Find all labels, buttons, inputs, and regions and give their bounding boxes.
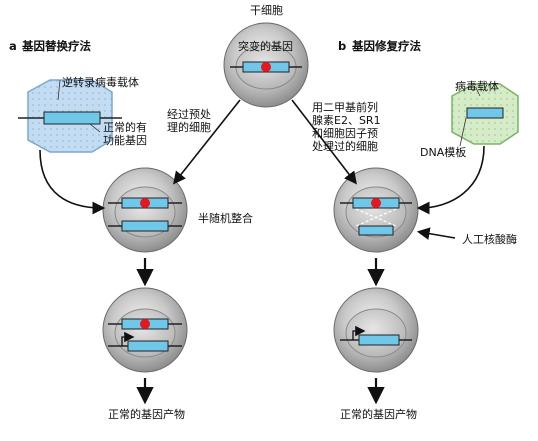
cell-b-product: [333, 287, 419, 373]
cell-b-repair: [333, 167, 419, 253]
retroviral-vector-hexagon: [18, 79, 122, 153]
mutant-gene-label: 突变的基因: [238, 40, 293, 53]
dna-template-label: DNA模板: [420, 146, 467, 159]
nuclease-label: 人工核酸酶: [462, 233, 517, 246]
panel-b-letter: b: [338, 39, 347, 53]
retroviral-vector-label: 逆转录病毒载体: [62, 76, 139, 89]
mutation-marker: [261, 62, 271, 72]
cell-a-integration: [102, 167, 188, 253]
pretreated-cell-label: 用二甲基前列腺素E2、SR1和细胞因子预处理过的细胞: [312, 101, 381, 153]
panel-a-title: 基因替换疗法: [22, 39, 91, 53]
normal-gene-label: 正常的有功能基因: [103, 121, 147, 147]
panel-b-title: 基因修复疗法: [352, 39, 421, 53]
stem-cell: [223, 22, 309, 108]
stem-cell-label: 干细胞: [250, 4, 283, 17]
panel-a-letter: a: [9, 39, 17, 53]
viral-vector-label: 病毒载体: [455, 80, 499, 93]
viral-vector-hexagon: [451, 83, 519, 145]
panel-a-product-label: 正常的基因产物: [108, 408, 185, 421]
panel-b-product-label: 正常的基因产物: [340, 408, 417, 421]
treated-cell-label: 经过预处理的细胞: [167, 108, 211, 134]
cell-a-product: [102, 287, 188, 373]
semi-random-integration-label: 半随机整合: [198, 212, 253, 225]
flow-arrows: [39, 99, 485, 405]
